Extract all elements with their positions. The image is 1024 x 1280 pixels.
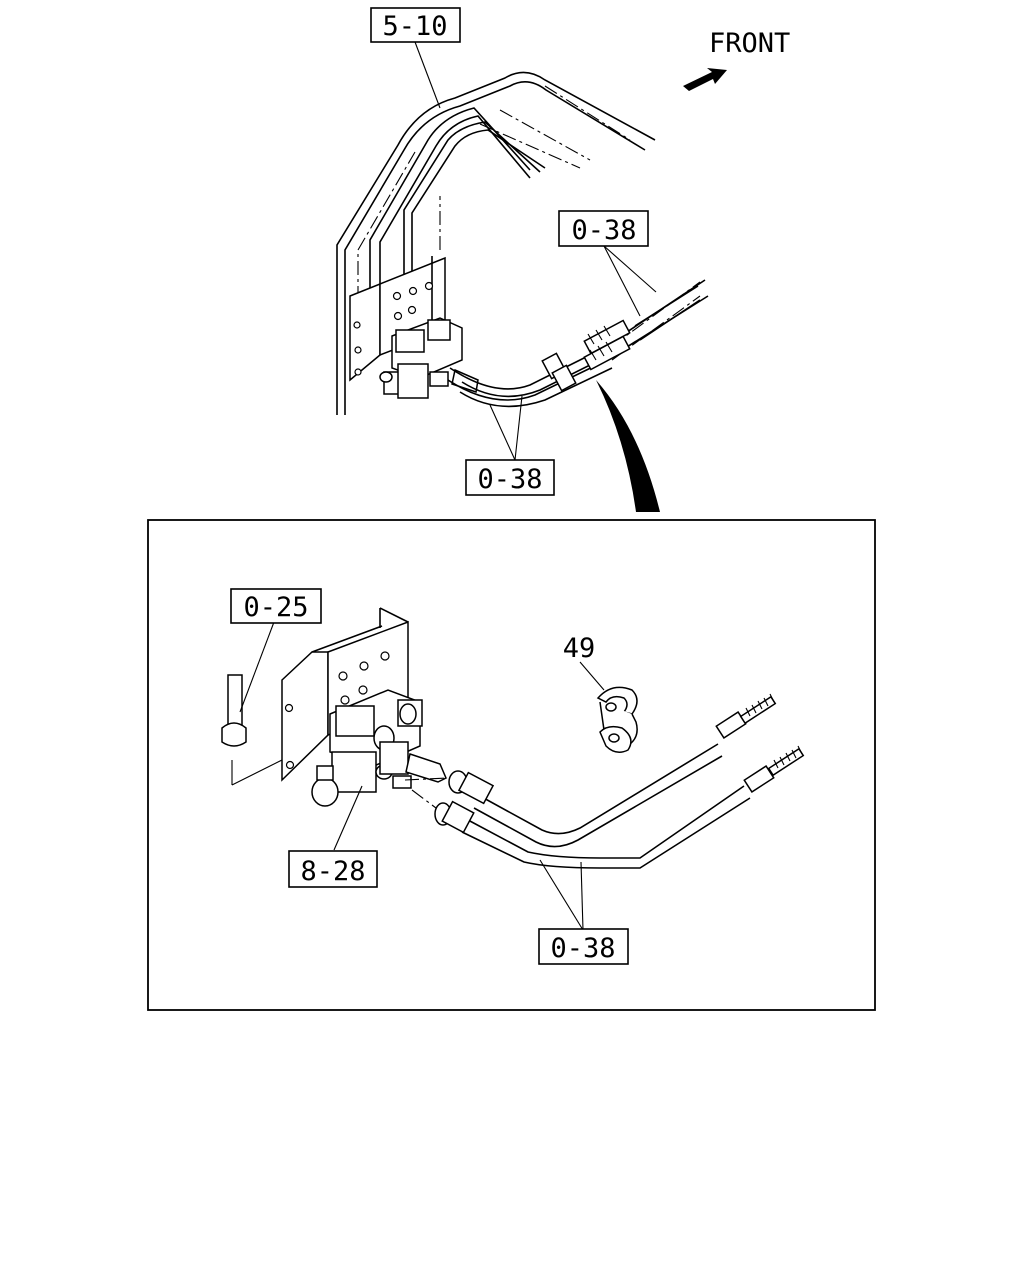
front-label: FRONT bbox=[709, 28, 790, 59]
detail-valve-body bbox=[311, 689, 447, 807]
part-number-49[interactable]: 49 bbox=[563, 633, 596, 664]
callout-0-38-upper-right-label: 0-38 bbox=[571, 215, 636, 246]
detail-hoses bbox=[404, 693, 805, 869]
upper-hoses bbox=[447, 279, 709, 408]
arrow-front-icon bbox=[683, 68, 727, 91]
callout-0-38-detail-label: 0-38 bbox=[550, 933, 615, 964]
callout-5-10-label: 5-10 bbox=[382, 11, 447, 42]
callout-0-38-upper-bottom[interactable]: 0-38 bbox=[465, 459, 555, 496]
upper-valve-body bbox=[379, 317, 479, 399]
upper-leaders bbox=[414, 41, 657, 461]
detail-bolt-part bbox=[221, 674, 283, 786]
callout-5-10[interactable]: 5-10 bbox=[370, 7, 461, 43]
cab-frame bbox=[336, 71, 656, 415]
detail-hose-nut-upper bbox=[448, 770, 495, 805]
callout-0-38-detail[interactable]: 0-38 bbox=[538, 928, 629, 965]
upper-hose-fitting-1 bbox=[583, 319, 631, 371]
callout-8-28[interactable]: 8-28 bbox=[288, 850, 378, 888]
detail-clamp-part bbox=[596, 686, 638, 753]
callout-8-28-label: 8-28 bbox=[300, 856, 365, 887]
detail-pointer-icon bbox=[596, 380, 660, 512]
detail-hose-nut-lower bbox=[434, 800, 475, 834]
callout-0-25[interactable]: 0-25 bbox=[230, 588, 322, 624]
detail-frame bbox=[147, 519, 876, 1011]
callout-0-25-label: 0-25 bbox=[243, 592, 308, 623]
detail-leaders bbox=[239, 621, 605, 931]
callout-0-38-upper-right[interactable]: 0-38 bbox=[558, 210, 649, 247]
callout-0-38-upper-bottom-label: 0-38 bbox=[477, 464, 542, 495]
